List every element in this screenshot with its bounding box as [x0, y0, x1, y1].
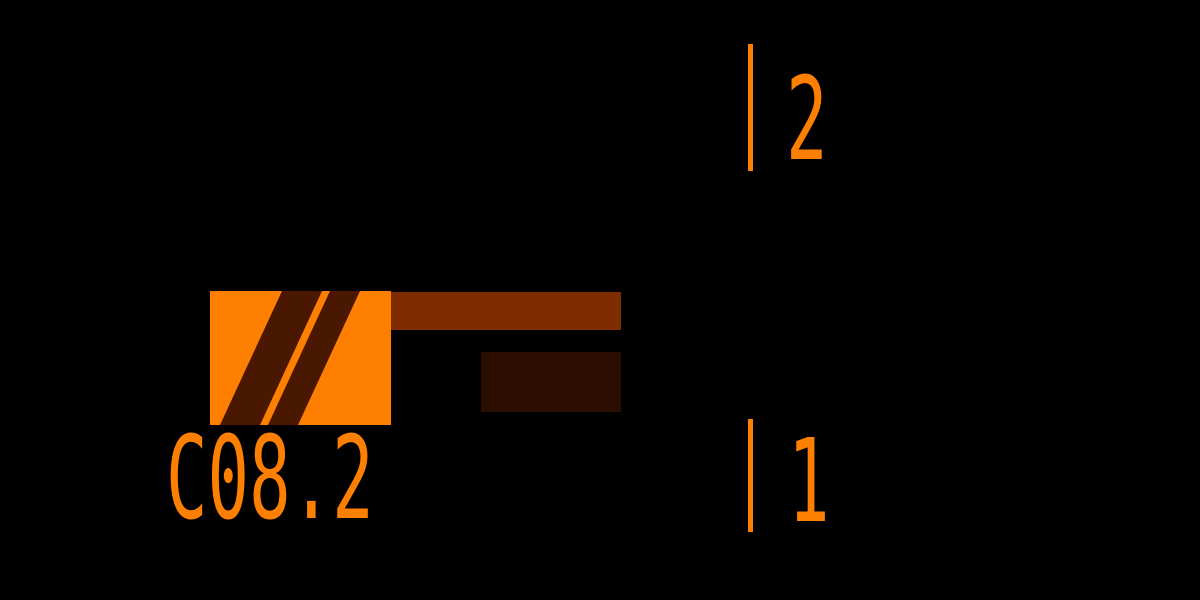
pin-2-line[interactable]: [748, 44, 753, 171]
component-bar[interactable]: [391, 292, 621, 330]
component-bar-shadow: [481, 352, 621, 412]
component-designator[interactable]: C08.2: [166, 412, 374, 546]
component-body-hatch-stripe: [220, 291, 322, 425]
component-body[interactable]: [210, 291, 391, 425]
pin-2-number[interactable]: 2: [786, 53, 828, 187]
component-body-hatch-stripe: [268, 291, 360, 425]
pin-1-number[interactable]: 1: [788, 415, 830, 549]
component-body-graphic: [210, 291, 391, 425]
pin-1-line[interactable]: [748, 419, 753, 532]
